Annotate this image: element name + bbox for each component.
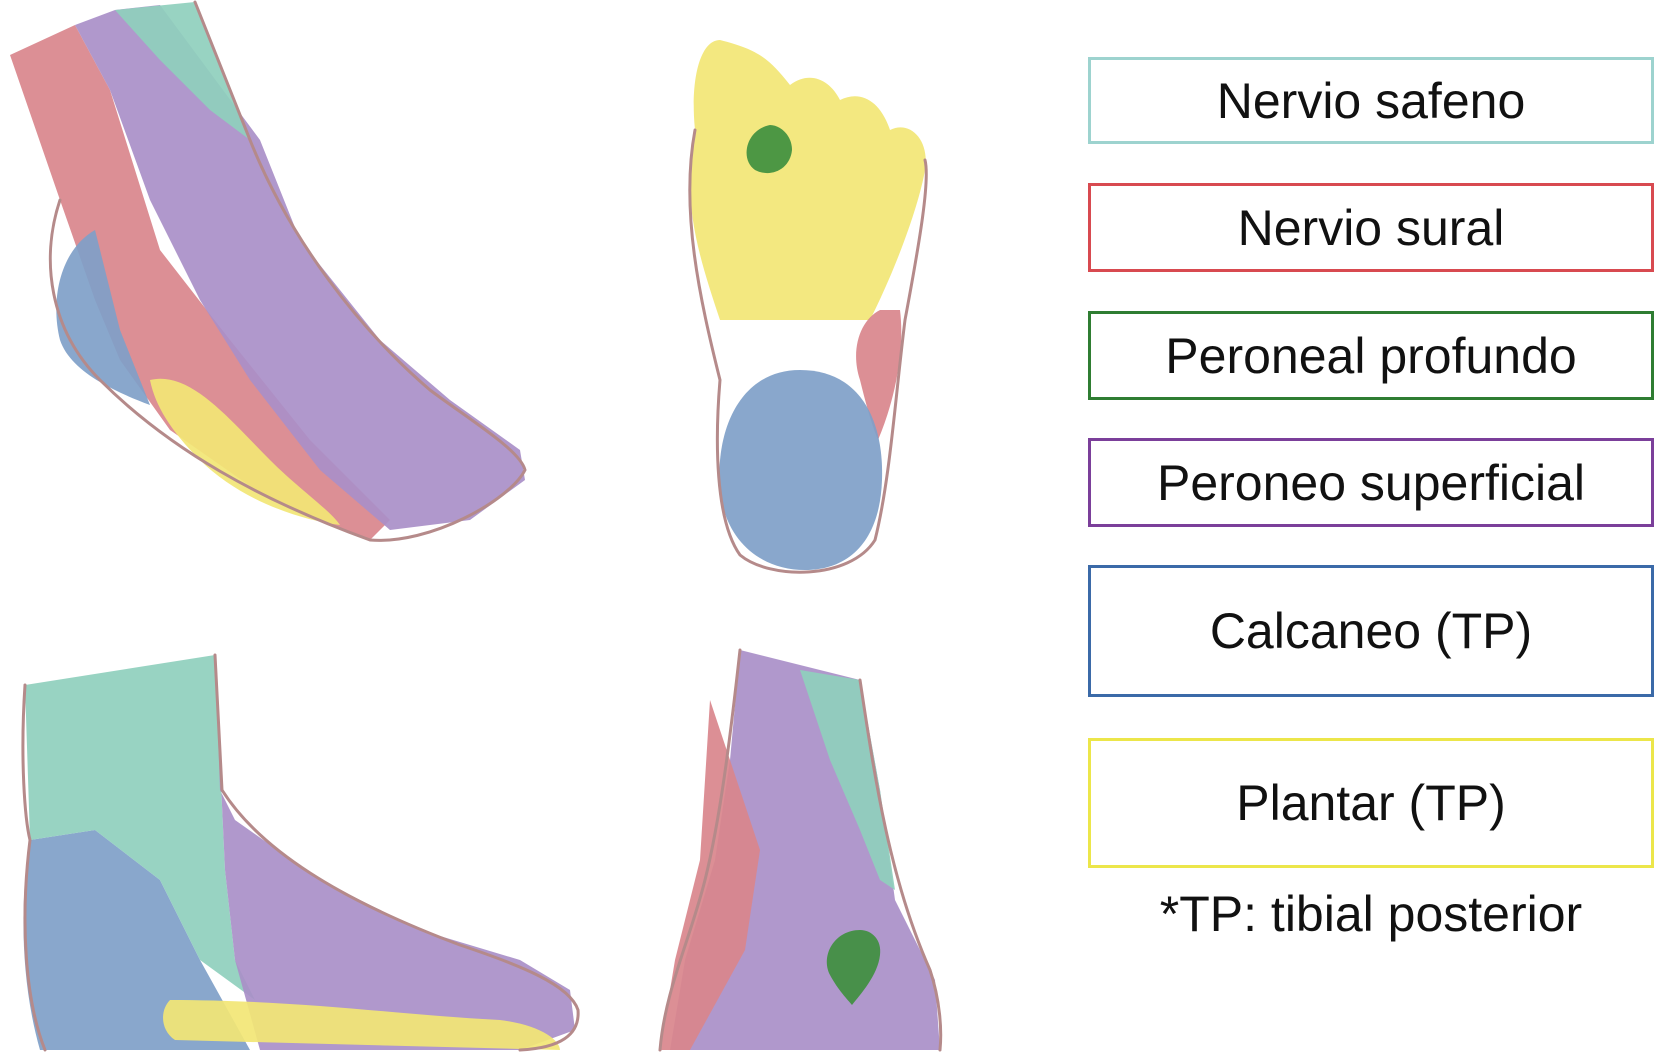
region-calcaneo-plantar [719,370,883,570]
outline-plantar [688,128,928,574]
region-peroneal-profundo-dorsal [826,930,881,1005]
legend-nervio-safeno: Nervio safeno [1088,57,1654,144]
footnote: *TP: tibial posterior [1159,886,1583,942]
legend-plantar: Plantar (TP) [1088,738,1654,868]
foot-nerve-diagram [10,0,943,1052]
legend-label: Nervio safeno [1216,72,1526,129]
outline-lateral [48,0,527,542]
outline-dorsal [658,648,943,1052]
region-safeno-medial [25,655,255,1000]
legend-label: Nervio sural [1237,199,1505,256]
region-sural-lateral [10,25,390,540]
region-safeno-lateral [115,2,250,140]
foot-dorsal-view [658,648,943,1052]
legend-calcaneo: Calcaneo (TP) [1088,565,1654,697]
legend-label: Peroneal profundo [1165,327,1577,384]
region-plantar-lateral [150,378,340,525]
region-peroneal-profundo-plantar [746,125,792,174]
region-plantar-sole [689,40,926,320]
region-calcaneo-medial [23,830,250,1050]
legend-label: Plantar (TP) [1236,775,1506,831]
legend-peroneal-profundo: Peroneal profundo [1088,311,1654,400]
region-plantar-medial [163,1000,560,1050]
foot-plantar-view [688,40,928,574]
outline-medial [21,653,580,1052]
foot-medial-view [21,653,580,1052]
region-sural-dorsal [660,700,760,1050]
legend-nervio-sural: Nervio sural [1088,183,1654,272]
region-calcaneo-lateral [56,230,150,405]
region-peroneo-superficial-lateral [75,5,525,530]
region-peroneo-superficial-medial [215,655,575,1050]
legend-label: Peroneo superficial [1156,454,1586,511]
region-sural-plantar [856,310,902,440]
foot-lateral-view [10,0,527,542]
legend-peroneo-superficial: Peroneo superficial [1088,438,1654,527]
region-safeno-dorsal [800,670,895,890]
legend-label: Calcaneo (TP) [1209,603,1533,659]
